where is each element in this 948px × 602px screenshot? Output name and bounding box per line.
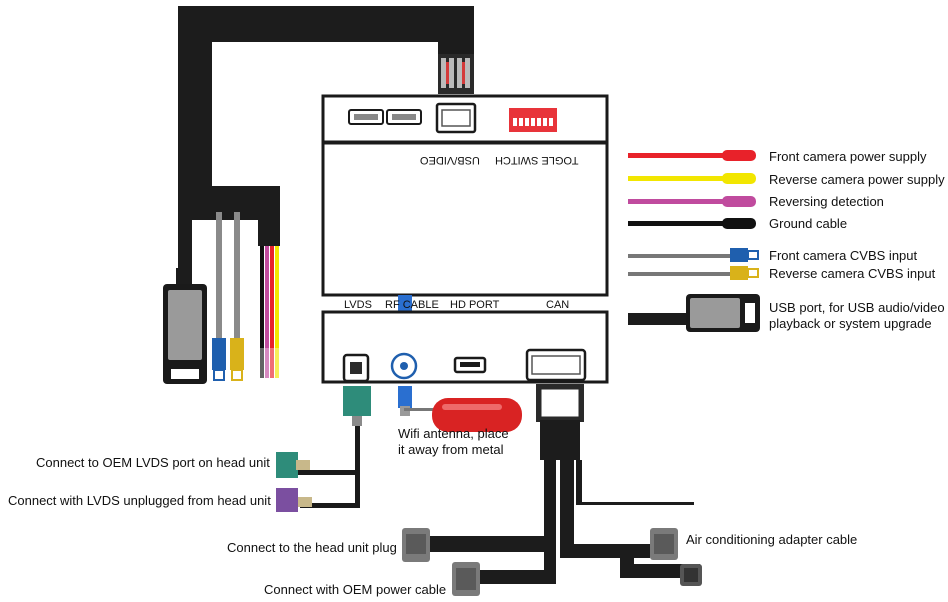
legend-front-camera-power: Front camera power supply [769, 149, 927, 164]
rf-connector-stub [398, 295, 412, 311]
legend-front-camera-cvbs: Front camera CVBS input [769, 248, 918, 263]
module-bottom-panel [321, 310, 609, 384]
legend-reverse-camera-power: Reverse camera power supply [769, 172, 945, 187]
top-harness-connector [438, 54, 474, 94]
air-conditioning-connectors [650, 528, 702, 586]
hd-port-label: HD PORT [450, 299, 500, 311]
lvds-port-label: LVDS [344, 299, 372, 311]
left-power-leads [258, 246, 280, 378]
legend-usb-port-line1: USB port, for USB audio/video [769, 300, 945, 315]
air-conditioning-callout: Air conditioning adapter cable [686, 532, 858, 547]
wifi-antenna-label-line2: it away from metal [398, 442, 504, 457]
left-usb-plug [163, 268, 207, 384]
rf-cable-port-label: RF CABLE [385, 299, 439, 311]
legend-usb-port-line2: playback or system upgrade [769, 316, 932, 331]
can-harness [418, 384, 700, 584]
wifi-antenna-label-line1: Wifi antenna, place [398, 426, 509, 441]
lvds-unplugged-callout: Connect with LVDS unplugged from head un… [8, 493, 271, 508]
lvds-cable [276, 386, 371, 512]
legend-reverse-camera-cvbs: Reverse camera CVBS input [769, 266, 936, 281]
can-port-label: CAN [546, 299, 570, 311]
usb-video-label: USB/VIDEO [420, 154, 480, 166]
oem-power-plug [452, 562, 480, 596]
head-unit-plug-callout: Connect to the head unit plug [227, 540, 397, 555]
module-body [321, 141, 609, 297]
lvds-oem-callout: Connect to OEM LVDS port on head unit [36, 455, 270, 470]
oem-power-cable-callout: Connect with OEM power cable [264, 582, 447, 597]
wifi-antenna [398, 386, 522, 432]
legend-reversing-detection: Reversing detection [769, 194, 884, 209]
top-harness-cable [178, 6, 474, 286]
legend-swatches [628, 150, 760, 332]
head-unit-plug [402, 528, 430, 562]
module-top-panel [321, 94, 609, 144]
toggle-switch-label: TOGLE SWITCH [495, 154, 579, 166]
left-cvbs-leads [212, 212, 244, 381]
legend-ground-cable: Ground cable [769, 216, 848, 231]
